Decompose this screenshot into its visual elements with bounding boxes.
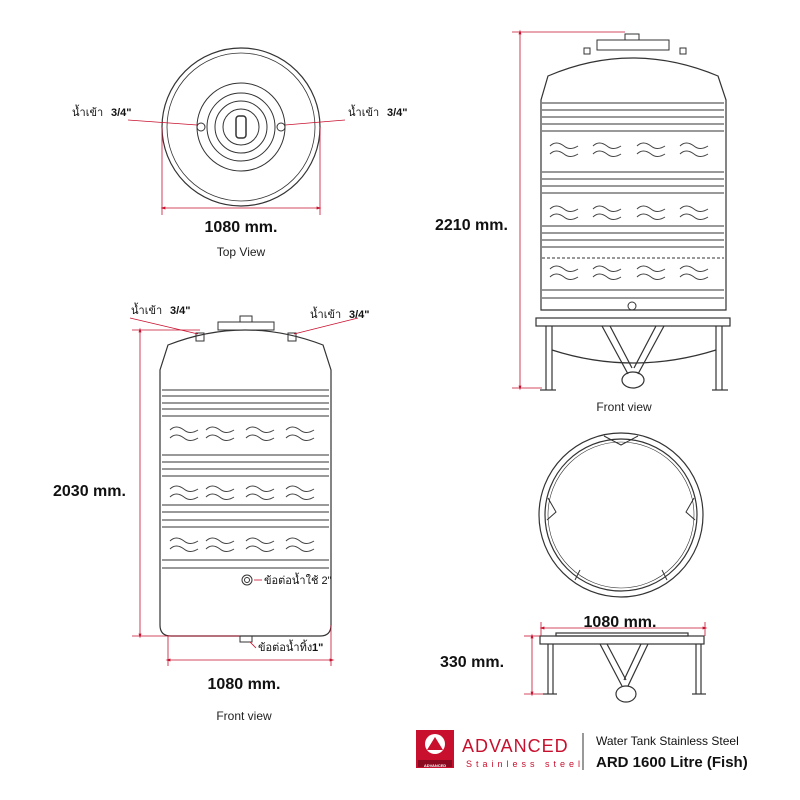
- stand-width-label: 1080 mm.: [584, 614, 657, 631]
- brand-logo: [416, 730, 454, 768]
- front-left-caption: Front view: [216, 709, 272, 723]
- brand-subtitle: Stainless steel: [466, 759, 584, 769]
- front-width-label: 1080 mm.: [208, 676, 281, 693]
- brand-name: ADVANCED: [462, 736, 569, 756]
- drain-size: 1": [312, 642, 323, 654]
- top-inlet-right-label: น้ำเข้า: [348, 104, 379, 119]
- product-model: ARD 1600 Litre (Fish): [596, 754, 748, 771]
- front-left-tank: [159, 315, 332, 643]
- front-right-leaders: [512, 29, 625, 391]
- drain-label: ข้อต่อน้ำทิ้ง: [258, 639, 312, 654]
- front-inlet-right-label: น้ำเข้า: [310, 306, 341, 321]
- stand-top-view: [538, 432, 704, 598]
- top-view-leaders: [127, 119, 346, 215]
- top-width-label: 1080 mm.: [205, 219, 278, 236]
- top-view: [161, 47, 321, 207]
- brand-logo-text: ADVANCED: [424, 763, 446, 768]
- front-inlet-right-size: 3/4": [349, 309, 370, 321]
- front-right-caption: Front view: [596, 400, 652, 414]
- front-height-label: 2030 mm.: [53, 483, 126, 500]
- front-left-ribs: [162, 389, 329, 569]
- front-right-stand: [535, 317, 731, 391]
- stand-front-view: [539, 632, 706, 703]
- top-inlet-left-size: 3/4": [111, 107, 132, 119]
- top-inlet-left-label: น้ำเข้า: [72, 104, 103, 119]
- front-inlet-left-size: 3/4": [170, 305, 191, 317]
- top-inlet-right-size: 3/4": [387, 107, 408, 119]
- stand-leaders: [524, 622, 708, 697]
- stand-height-label: 330 mm.: [440, 654, 504, 671]
- front-right-fish-pattern: [549, 142, 709, 280]
- front-right-ribs: [542, 102, 724, 299]
- front-left-fish-pattern: [169, 426, 315, 552]
- front-right-height-label: 2210 mm.: [435, 217, 508, 234]
- top-view-caption: Top View: [217, 245, 266, 259]
- front-right-tank: [535, 33, 731, 391]
- outlet-label: ข้อต่อน้ำใช้ 2": [264, 572, 332, 587]
- product-line: Water Tank Stainless Steel: [596, 734, 739, 748]
- front-inlet-left-label: น้ำเข้า: [131, 302, 162, 317]
- front-left-leaders: [129, 317, 359, 666]
